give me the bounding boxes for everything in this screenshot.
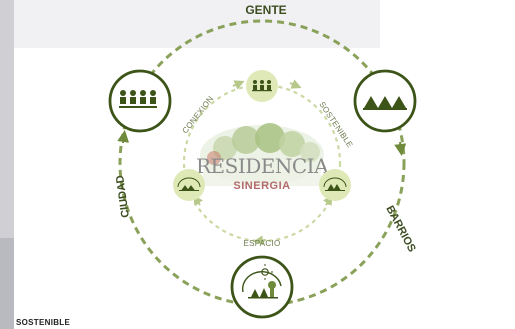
- inner-node-people: [246, 70, 278, 102]
- center-subtitle: SINERGIA: [233, 180, 290, 192]
- title-gente: GENTE: [245, 3, 286, 17]
- cycle-trees-icon: [323, 177, 347, 191]
- outer-arrow: [117, 130, 130, 144]
- label-espacio: ESPACIO: [243, 239, 280, 248]
- inner-arrow: [289, 79, 302, 89]
- corner-label: SOSTENIBLE: [16, 318, 71, 327]
- label-conexion: CONEXION: [180, 94, 215, 135]
- houses-icon: [363, 96, 407, 110]
- inner-arrow: [232, 80, 245, 90]
- inner-node-cycle-right: [319, 169, 351, 201]
- node-houses[interactable]: [353, 69, 417, 133]
- inner-arrow: [193, 194, 203, 206]
- sun-trees-cycle-icon: [242, 264, 282, 299]
- inner-arrow: [323, 194, 333, 206]
- node-people-group[interactable]: [108, 69, 172, 133]
- inner-arrow: [253, 235, 267, 246]
- label-barrios: BARRIOS: [383, 204, 417, 254]
- people-icon: [252, 80, 272, 92]
- node-sun-trees[interactable]: [230, 255, 294, 319]
- left-edge-strip-dark: [0, 238, 14, 329]
- cycle-houses-icon: [177, 177, 201, 191]
- center-landscape-image: [200, 123, 324, 186]
- people-group-icon: [119, 90, 157, 108]
- label-ciudad: CIUDAD: [114, 174, 132, 218]
- inner-node-cycle-left: [173, 169, 205, 201]
- center-title: RESIDENCIA: [196, 154, 329, 178]
- outer-arrow: [394, 141, 407, 156]
